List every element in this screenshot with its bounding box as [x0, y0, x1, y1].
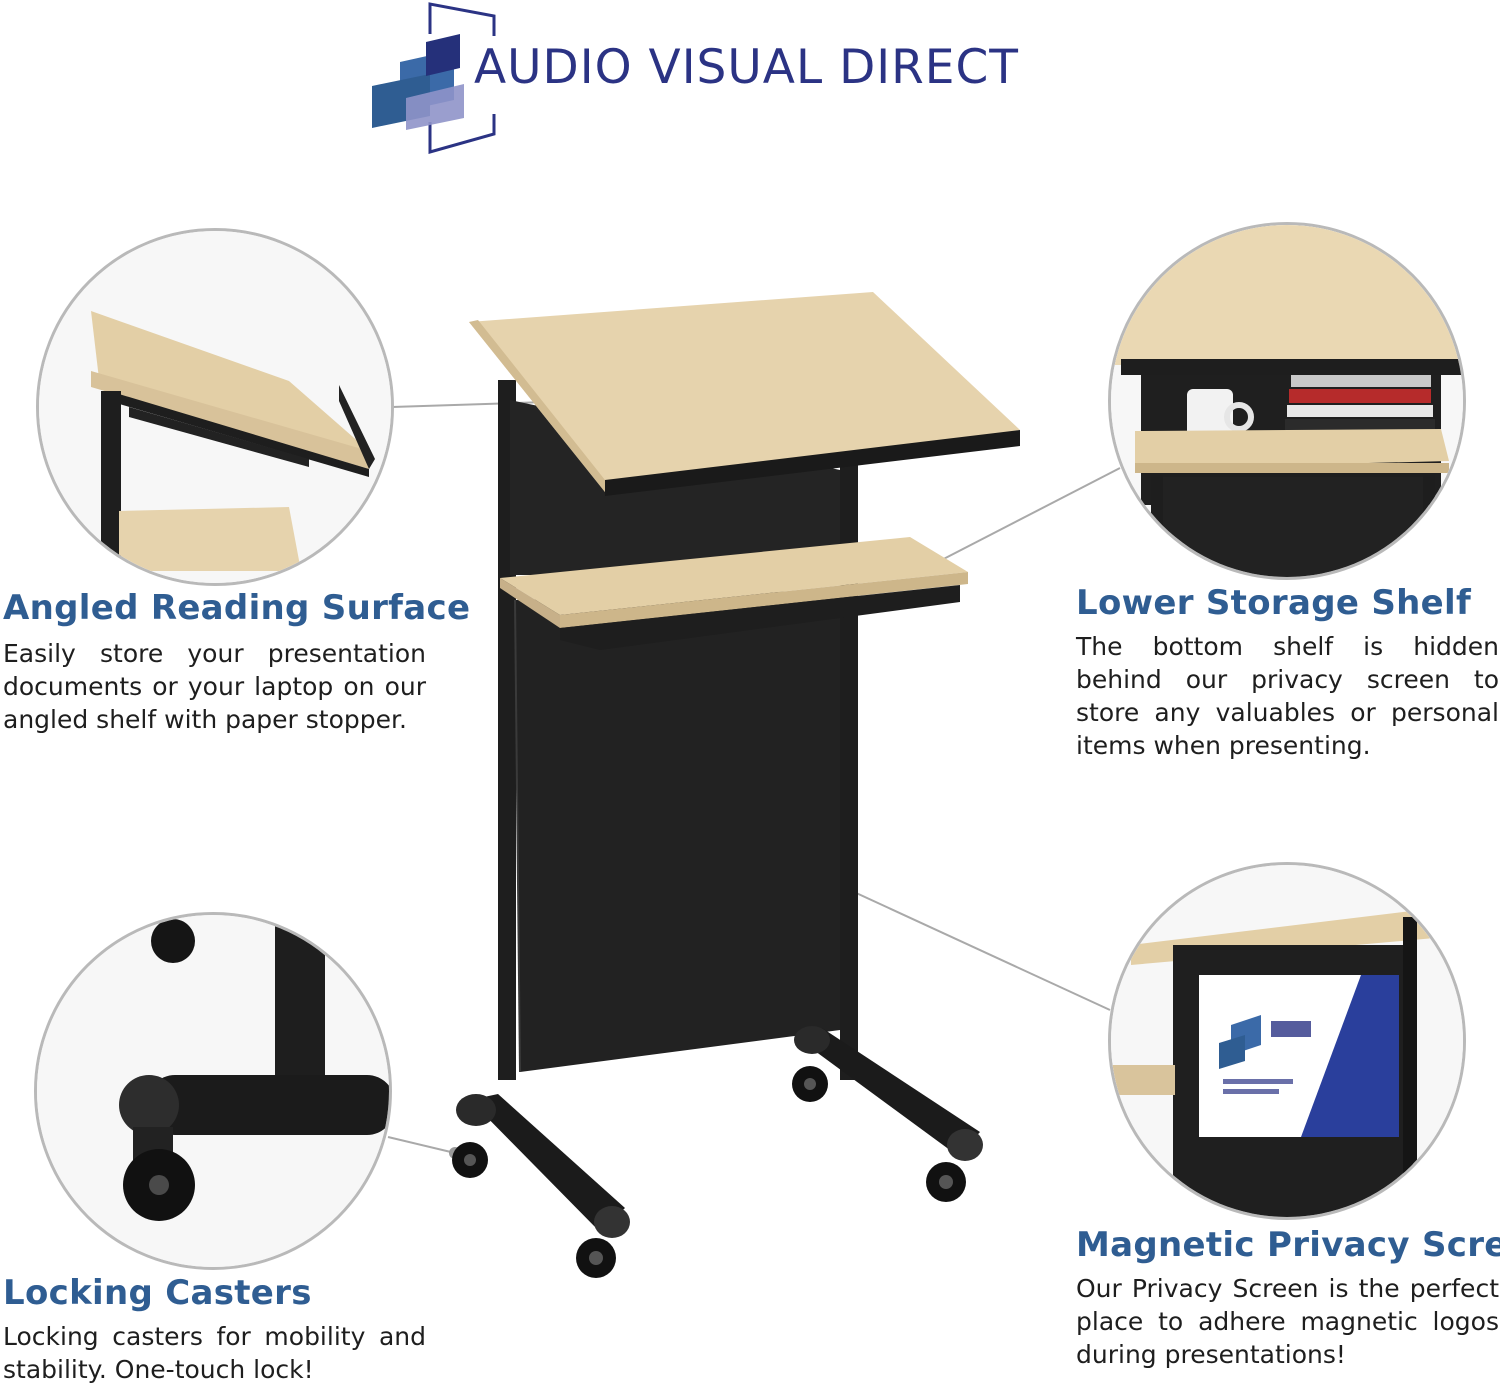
feature-title-privacy-screen: Magnetic Privacy Screen [1076, 1225, 1500, 1265]
brand-name: AUDIO VISUAL DIRECT [474, 40, 1019, 95]
detail-circle-angled-surface [36, 228, 394, 586]
detail-circle-storage-shelf [1108, 222, 1466, 580]
feature-desc-angled-surface: Easily store your presentation documents… [3, 639, 426, 734]
feature-title-angled-surface: Angled Reading Surface [3, 588, 471, 628]
detail-circle-privacy-screen [1108, 862, 1466, 1220]
feature-desc-privacy-screen: Our Privacy Screen is the perfect place … [1076, 1274, 1499, 1369]
feature-title-storage-shelf: Lower Storage Shelf [1076, 583, 1472, 623]
brand-logo-mark [372, 2, 496, 154]
detail-circle-casters [34, 912, 392, 1270]
feature-desc-storage-shelf: The bottom shelf is hidden behind our pr… [1076, 632, 1499, 760]
feature-title-casters: Locking Casters [3, 1273, 312, 1313]
feature-desc-casters: Locking casters for mobility and stabili… [3, 1322, 426, 1384]
